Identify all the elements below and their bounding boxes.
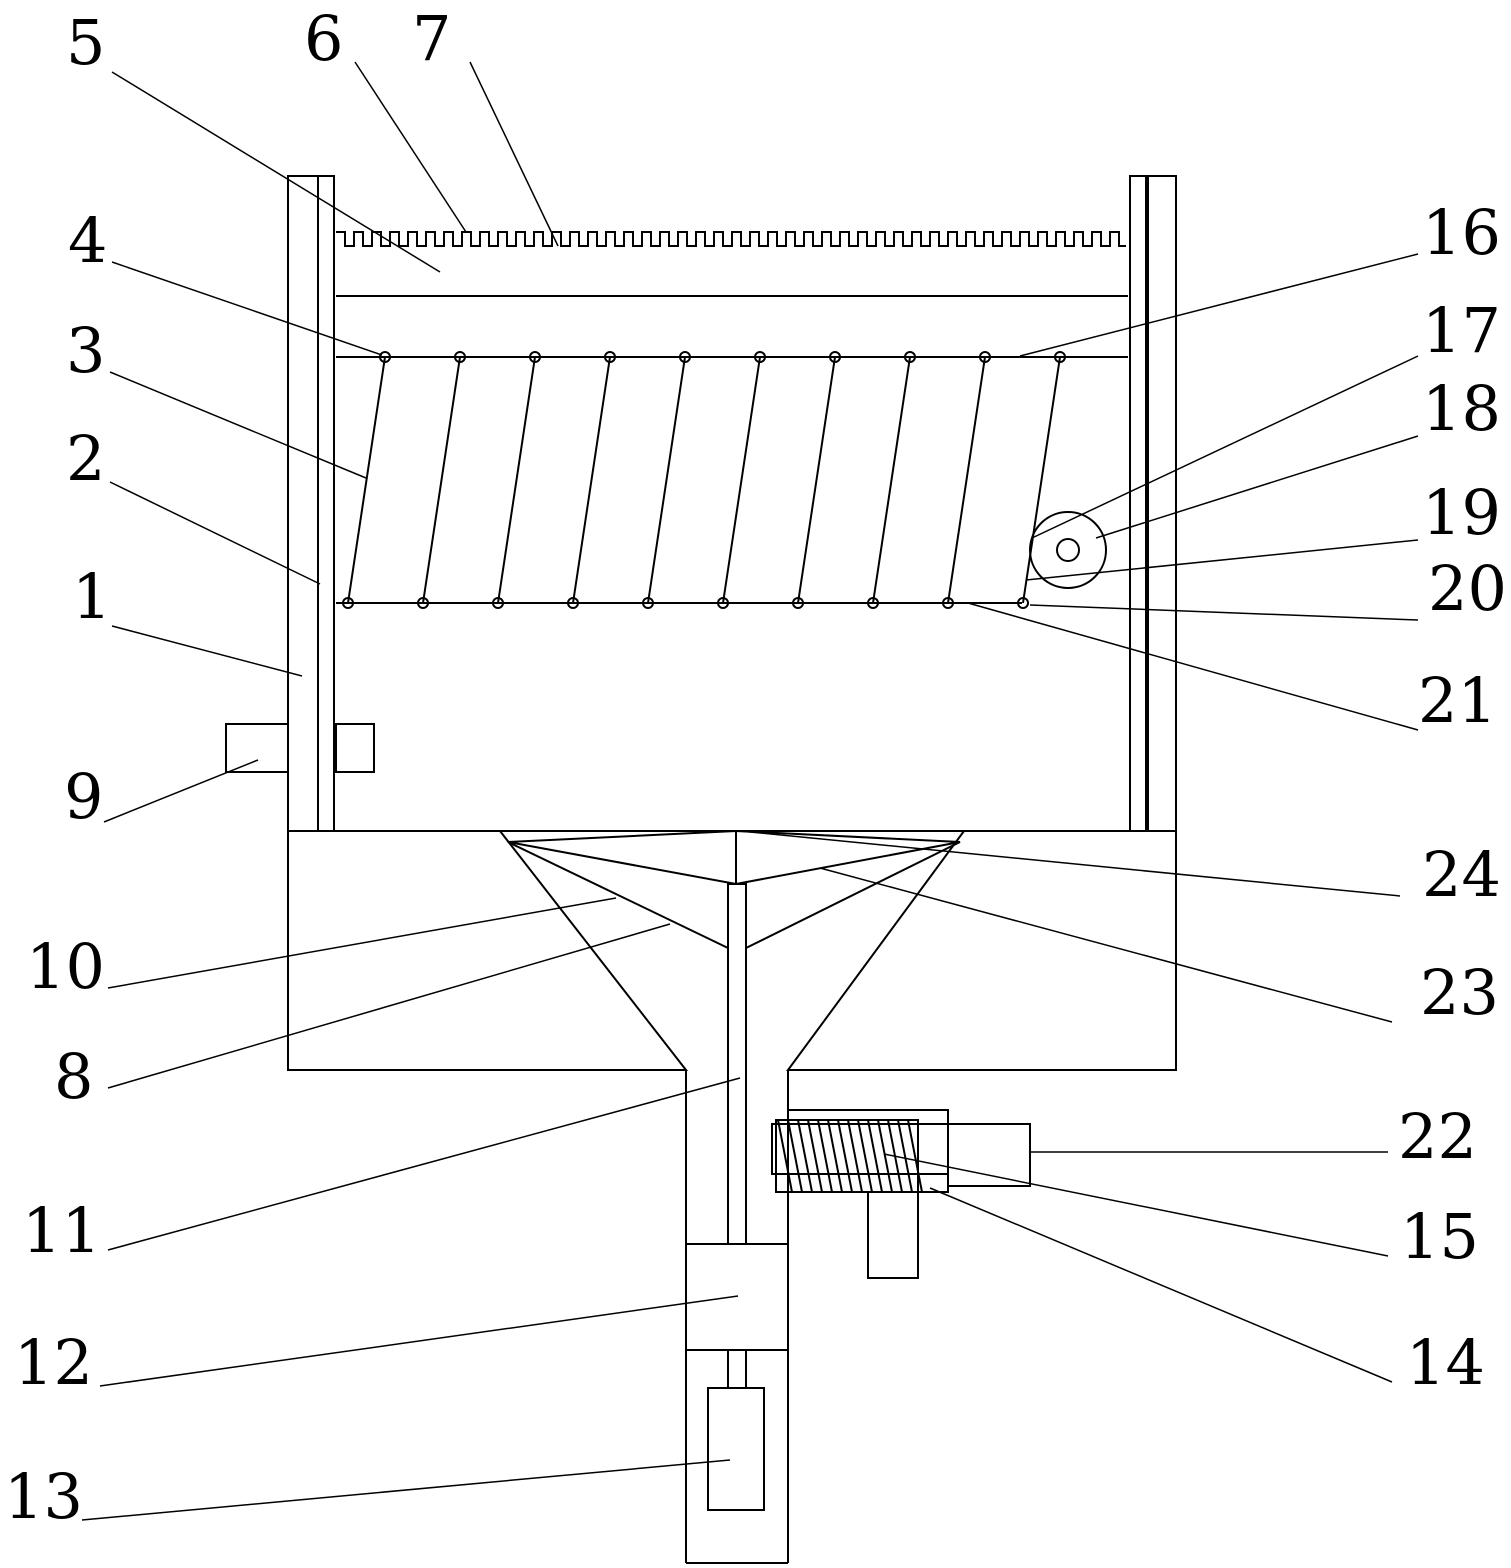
- label-9: 9: [64, 760, 103, 833]
- upper-pin: [829, 351, 841, 363]
- upper-pin: [604, 351, 616, 363]
- screw-auger: [775, 1119, 923, 1193]
- label-17: 17: [1422, 294, 1501, 367]
- label-23: 23: [1420, 956, 1499, 1029]
- label-21: 21: [1418, 664, 1497, 737]
- label-24: 24: [1422, 838, 1501, 911]
- screw-blade: [787, 1119, 803, 1193]
- screw-blade: [857, 1119, 873, 1193]
- screw-blade: [777, 1119, 793, 1193]
- screw-body: [775, 1119, 919, 1193]
- left-brace: [507, 841, 729, 949]
- label-13: 13: [4, 1460, 83, 1533]
- screw-blade: [837, 1119, 853, 1193]
- lower-pin: [867, 597, 879, 609]
- motor-stand: [867, 1191, 919, 1279]
- lower-pin: [1017, 597, 1029, 609]
- upper-pin: [454, 351, 466, 363]
- lower-pin: [942, 597, 954, 609]
- label-20: 20: [1428, 552, 1507, 625]
- inclined-wire: [347, 356, 386, 604]
- center-shaft: [727, 883, 747, 1245]
- label-19: 19: [1422, 476, 1501, 549]
- label-16: 16: [1422, 196, 1501, 269]
- roller-axle: [1056, 538, 1080, 562]
- label-18: 18: [1422, 372, 1501, 445]
- label-10: 10: [26, 930, 105, 1003]
- lower-pin: [492, 597, 504, 609]
- label-4: 4: [68, 204, 107, 277]
- screw-blade: [907, 1119, 923, 1193]
- lower-pin: [417, 597, 429, 609]
- screw-blade: [897, 1119, 913, 1193]
- inclined-wire: [422, 356, 461, 604]
- leader-lines: [81, 61, 1419, 1521]
- left-insulation-layer: [317, 175, 335, 832]
- label-1: 1: [72, 560, 111, 633]
- inclined-wire: [497, 356, 536, 604]
- label-7: 7: [412, 2, 451, 75]
- inclined-wire: [797, 356, 836, 604]
- roller-wheel: [1029, 511, 1107, 589]
- upper-pin: [529, 351, 541, 363]
- screw-blade: [877, 1119, 893, 1193]
- screw-blade: [827, 1119, 843, 1193]
- upper-pin: [1054, 351, 1066, 363]
- label-12: 12: [14, 1326, 93, 1399]
- label-2: 2: [66, 422, 105, 495]
- label-14: 14: [1406, 1326, 1485, 1399]
- label-15: 15: [1400, 1200, 1479, 1273]
- motor-box: [947, 1123, 1031, 1187]
- screw-blade: [797, 1119, 813, 1193]
- upper-pin: [904, 351, 916, 363]
- left-outer-wall: [287, 175, 319, 832]
- upper-pin: [679, 351, 691, 363]
- right-insulation-layer: [1129, 175, 1147, 832]
- right-outer-wall: [1147, 175, 1177, 832]
- label-22: 22: [1398, 1100, 1477, 1173]
- label-11: 11: [22, 1194, 101, 1267]
- side-box-outer: [225, 723, 289, 773]
- upper-pin: [979, 351, 991, 363]
- inclined-wire: [572, 356, 611, 604]
- base-block-left: [287, 830, 689, 1071]
- cylinder-body: [707, 1387, 765, 1511]
- lower-pin: [342, 597, 354, 609]
- wire-group: [342, 351, 1066, 609]
- screw-blade: [847, 1119, 863, 1193]
- label-6: 6: [304, 2, 343, 75]
- base-block-right: [786, 830, 1177, 1071]
- piston-block: [685, 1243, 789, 1351]
- lower-pin: [567, 597, 579, 609]
- label-3: 3: [66, 314, 105, 387]
- inclined-wire: [1022, 356, 1061, 604]
- upper-pin: [754, 351, 766, 363]
- screw-blade: [807, 1119, 823, 1193]
- label-8: 8: [54, 1040, 93, 1113]
- upper-pin: [379, 351, 391, 363]
- lower-pin: [717, 597, 729, 609]
- serrated-top-edge: [336, 231, 1126, 247]
- lower-pin: [792, 597, 804, 609]
- screw-blade: [817, 1119, 833, 1193]
- inclined-wire: [722, 356, 761, 604]
- inclined-wire: [947, 356, 986, 604]
- lower-pin: [642, 597, 654, 609]
- inclined-wire: [872, 356, 911, 604]
- inclined-wire: [647, 356, 686, 604]
- side-box-inner: [335, 723, 375, 773]
- screw-blade: [867, 1119, 883, 1193]
- label-5: 5: [66, 6, 105, 79]
- right-brace: [745, 841, 961, 949]
